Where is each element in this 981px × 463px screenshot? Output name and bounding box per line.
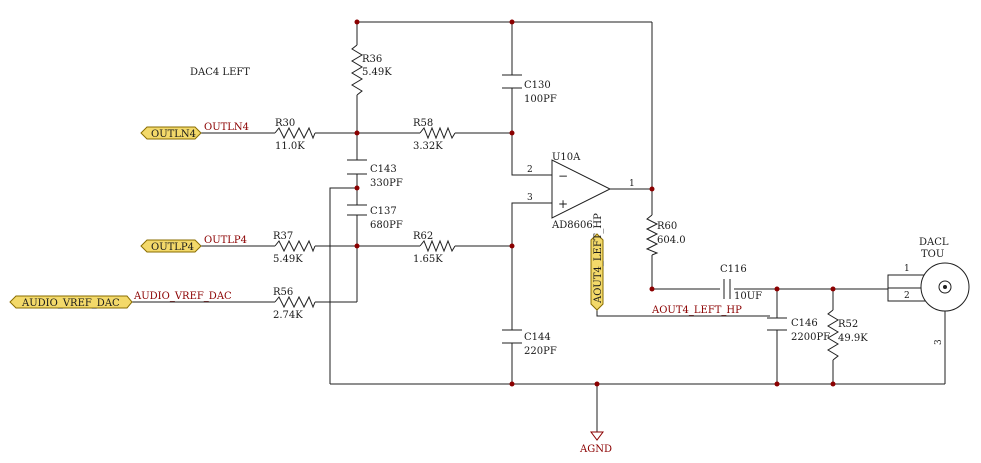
junctions <box>354 19 836 387</box>
junction-dot <box>354 130 360 136</box>
r60-value: 604.0 <box>657 235 686 246</box>
r52-ref: R52 <box>838 319 858 330</box>
jack-pin3: 3 <box>934 339 944 345</box>
junction-dot <box>649 186 655 192</box>
port-aout4-label: AOUT4_LEFT_HP <box>593 213 604 304</box>
junction-dot <box>830 286 836 292</box>
c144-value: 220PF <box>524 346 557 357</box>
port-outln4-label: OUTLN4 <box>151 129 196 140</box>
c146-ref: C146 <box>791 318 818 329</box>
junction-dot <box>354 185 360 191</box>
u10a-pin-inv: 2 <box>527 165 533 175</box>
c143-ref: C143 <box>370 164 397 175</box>
u10a-pin-out: 1 <box>629 179 635 189</box>
agnd-symbol[interactable]: AGND <box>579 431 612 455</box>
resistor-r37[interactable]: R37 5.49K <box>273 231 316 265</box>
r62-ref: R62 <box>413 231 433 242</box>
port-outln4[interactable]: OUTLN4 OUTLN4 <box>140 122 249 140</box>
junction-dot <box>509 243 515 249</box>
net-outln4-label: OUTLN4 <box>204 122 249 133</box>
agnd-label: AGND <box>579 444 612 455</box>
capacitor-c116[interactable]: C116 10UF <box>720 264 762 302</box>
resistor-r52[interactable]: R52 49.9K <box>827 309 868 361</box>
junction-dot <box>774 286 780 292</box>
r62-value: 1.65K <box>413 254 443 265</box>
capacitor-c143[interactable]: C143 330PF <box>347 159 403 189</box>
net-outlp4-label: OUTLP4 <box>204 235 247 246</box>
resistor-r58[interactable]: R58 3.32K <box>413 118 456 152</box>
r36-ref: R36 <box>362 54 382 65</box>
junction-dot <box>774 381 780 387</box>
u10a-minus-sign: − <box>558 169 568 183</box>
u10a-pin-noninv: 3 <box>527 193 533 203</box>
junction-dot <box>509 381 515 387</box>
block-label: DAC4 LEFT <box>190 67 250 78</box>
r37-ref: R37 <box>273 231 293 242</box>
capacitor-c146[interactable]: C146 2200PF <box>767 317 830 343</box>
junction-dot <box>509 130 515 136</box>
r56-value: 2.74K <box>273 310 303 321</box>
resistor-r62[interactable]: R62 1.65K <box>413 231 456 265</box>
r36-value: 5.49K <box>362 67 392 78</box>
c116-value: 10UF <box>734 291 762 302</box>
c137-value: 680PF <box>370 220 403 231</box>
u10a-ref: U10A <box>552 152 581 163</box>
u10a-plus-sign: + <box>558 197 568 211</box>
c116-ref: C116 <box>720 264 747 275</box>
c137-ref: C137 <box>370 206 397 217</box>
jack-pin2: 2 <box>904 291 910 301</box>
resistor-r36[interactable]: R36 5.49K <box>351 44 392 96</box>
port-outlp4[interactable]: OUTLP4 OUTLP4 <box>140 235 247 253</box>
port-audio-vref-dac[interactable]: AUDIO_VREF_DAC AUDIO_VREF_DAC <box>9 291 232 309</box>
net-aout4-label: AOUT4_LEFT_HP <box>651 305 742 316</box>
r52-value: 49.9K <box>838 333 868 344</box>
net-audio-vref-label: AUDIO_VREF_DAC <box>133 291 232 302</box>
c143-value: 330PF <box>370 178 403 189</box>
r58-ref: R58 <box>413 118 433 129</box>
capacitor-c144[interactable]: C144 220PF <box>502 329 557 357</box>
c146-value: 2200PF <box>791 332 830 343</box>
r60-ref: R60 <box>657 221 677 232</box>
resistor-r30[interactable]: R30 11.0K <box>274 118 316 152</box>
port-outlp4-label: OUTLP4 <box>151 242 194 253</box>
audio-jack[interactable]: DACL TOU 1 2 3 <box>887 237 970 345</box>
c130-ref: C130 <box>524 80 551 91</box>
r56-ref: R56 <box>273 287 293 298</box>
jack-ref-line1: DACL <box>919 237 949 248</box>
jack-ref-line2: TOU <box>921 249 944 260</box>
wires <box>132 21 946 432</box>
junction-dot <box>354 243 360 249</box>
u10a-value: AD8606 <box>551 220 593 231</box>
junction-dot <box>509 19 515 25</box>
c144-ref: C144 <box>524 332 551 343</box>
capacitor-c130[interactable]: C130 100PF <box>502 74 557 105</box>
r30-ref: R30 <box>275 118 295 129</box>
junction-dot <box>594 381 600 387</box>
jack-pin1: 1 <box>904 264 910 274</box>
port-audio-vref-label: AUDIO_VREF_DAC <box>21 298 120 309</box>
resistor-r56[interactable]: R56 2.74K <box>273 287 316 321</box>
junction-dot <box>354 19 360 25</box>
resistor-r60[interactable]: R60 604.0 <box>645 214 686 256</box>
capacitor-c137[interactable]: C137 680PF <box>347 204 403 231</box>
port-aout4-left-hp[interactable]: AOUT4_LEFT_HP AOUT4_LEFT_HP <box>590 213 742 316</box>
c130-value: 100PF <box>524 94 557 105</box>
opamp-u10a[interactable]: − + U10A AD8606 2 3 1 <box>527 152 635 231</box>
junction-dot <box>830 381 836 387</box>
junction-dot <box>649 286 655 292</box>
r58-value: 3.32K <box>413 141 443 152</box>
r30-value: 11.0K <box>275 141 305 152</box>
r37-value: 5.49K <box>273 254 303 265</box>
